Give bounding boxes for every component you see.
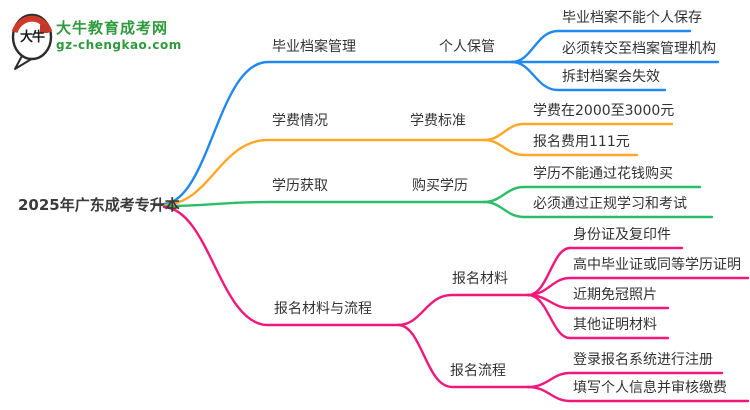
logo-seal [40, 24, 49, 33]
logo-title: 大牛教育成考网 [56, 19, 169, 37]
materials-leaf1-line [526, 246, 684, 297]
node-registration[interactable]: 报名材料与流程 [274, 301, 372, 317]
branch-tuition [162, 122, 674, 207]
node-buy-diploma[interactable]: 购买学历 [412, 178, 468, 194]
node-registration-procedure[interactable]: 报名流程 [450, 363, 506, 379]
branch-tuition-main-line [162, 138, 486, 207]
leaf-material-1[interactable]: 身份证及复印件 [573, 227, 671, 243]
sub-materials-line [396, 293, 530, 327]
sub-procedure-line [396, 323, 530, 389]
branch-diploma-leaf2-line [482, 200, 714, 219]
procedure-leaf2-line [526, 385, 750, 403]
root-node[interactable]: 2025年广东成考专升本 [18, 196, 180, 214]
branch-tuition-leaf2-line [482, 138, 639, 157]
logo-mark [11, 13, 53, 70]
node-tuition-status[interactable]: 学费情况 [272, 113, 328, 129]
node-diploma-acquisition[interactable]: 学历获取 [272, 178, 328, 194]
materials-leaf4-line [526, 293, 670, 340]
branch-diploma [162, 185, 714, 219]
node-personal-keeping[interactable]: 个人保管 [439, 39, 495, 55]
node-registration-materials[interactable]: 报名材料 [452, 271, 508, 287]
leaf-tuition-1[interactable]: 学费在2000至3000元 [533, 103, 675, 119]
leaf-archive-1[interactable]: 毕业档案不能个人保存 [562, 10, 702, 26]
node-archive-management[interactable]: 毕业档案管理 [272, 39, 356, 55]
leaf-procedure-1[interactable]: 登录报名系统进行注册 [573, 352, 713, 368]
node-tuition-standard[interactable]: 学费标准 [410, 113, 466, 129]
leaf-tuition-2[interactable]: 报名费用111元 [533, 134, 630, 150]
logo-bubble-text: 大牛 [20, 30, 45, 45]
leaf-material-4[interactable]: 其他证明材料 [573, 317, 657, 333]
leaf-archive-2[interactable]: 必须转交至档案管理机构 [562, 41, 716, 57]
branch-registration [162, 205, 750, 403]
leaf-procedure-2[interactable]: 填写个人信息并审核缴费 [573, 380, 727, 396]
branch-archive-leaf3-line [510, 60, 667, 92]
leaf-material-3[interactable]: 近期免冠照片 [573, 287, 657, 303]
leaf-diploma-2[interactable]: 必须通过正规学习和考试 [533, 196, 687, 212]
leaf-material-2[interactable]: 高中毕业证或同等学历证明 [573, 257, 741, 273]
branch-archive [162, 29, 720, 206]
branch-archive-main-line [162, 60, 514, 206]
logo-url: gz-chengkao.com [56, 38, 182, 52]
leaf-diploma-1[interactable]: 学历不能通过花钱购买 [533, 166, 673, 182]
branch-diploma-main-line [162, 200, 486, 208]
leaf-archive-3[interactable]: 拆封档案会失效 [562, 69, 660, 85]
branch-registration-main-line [162, 205, 400, 327]
